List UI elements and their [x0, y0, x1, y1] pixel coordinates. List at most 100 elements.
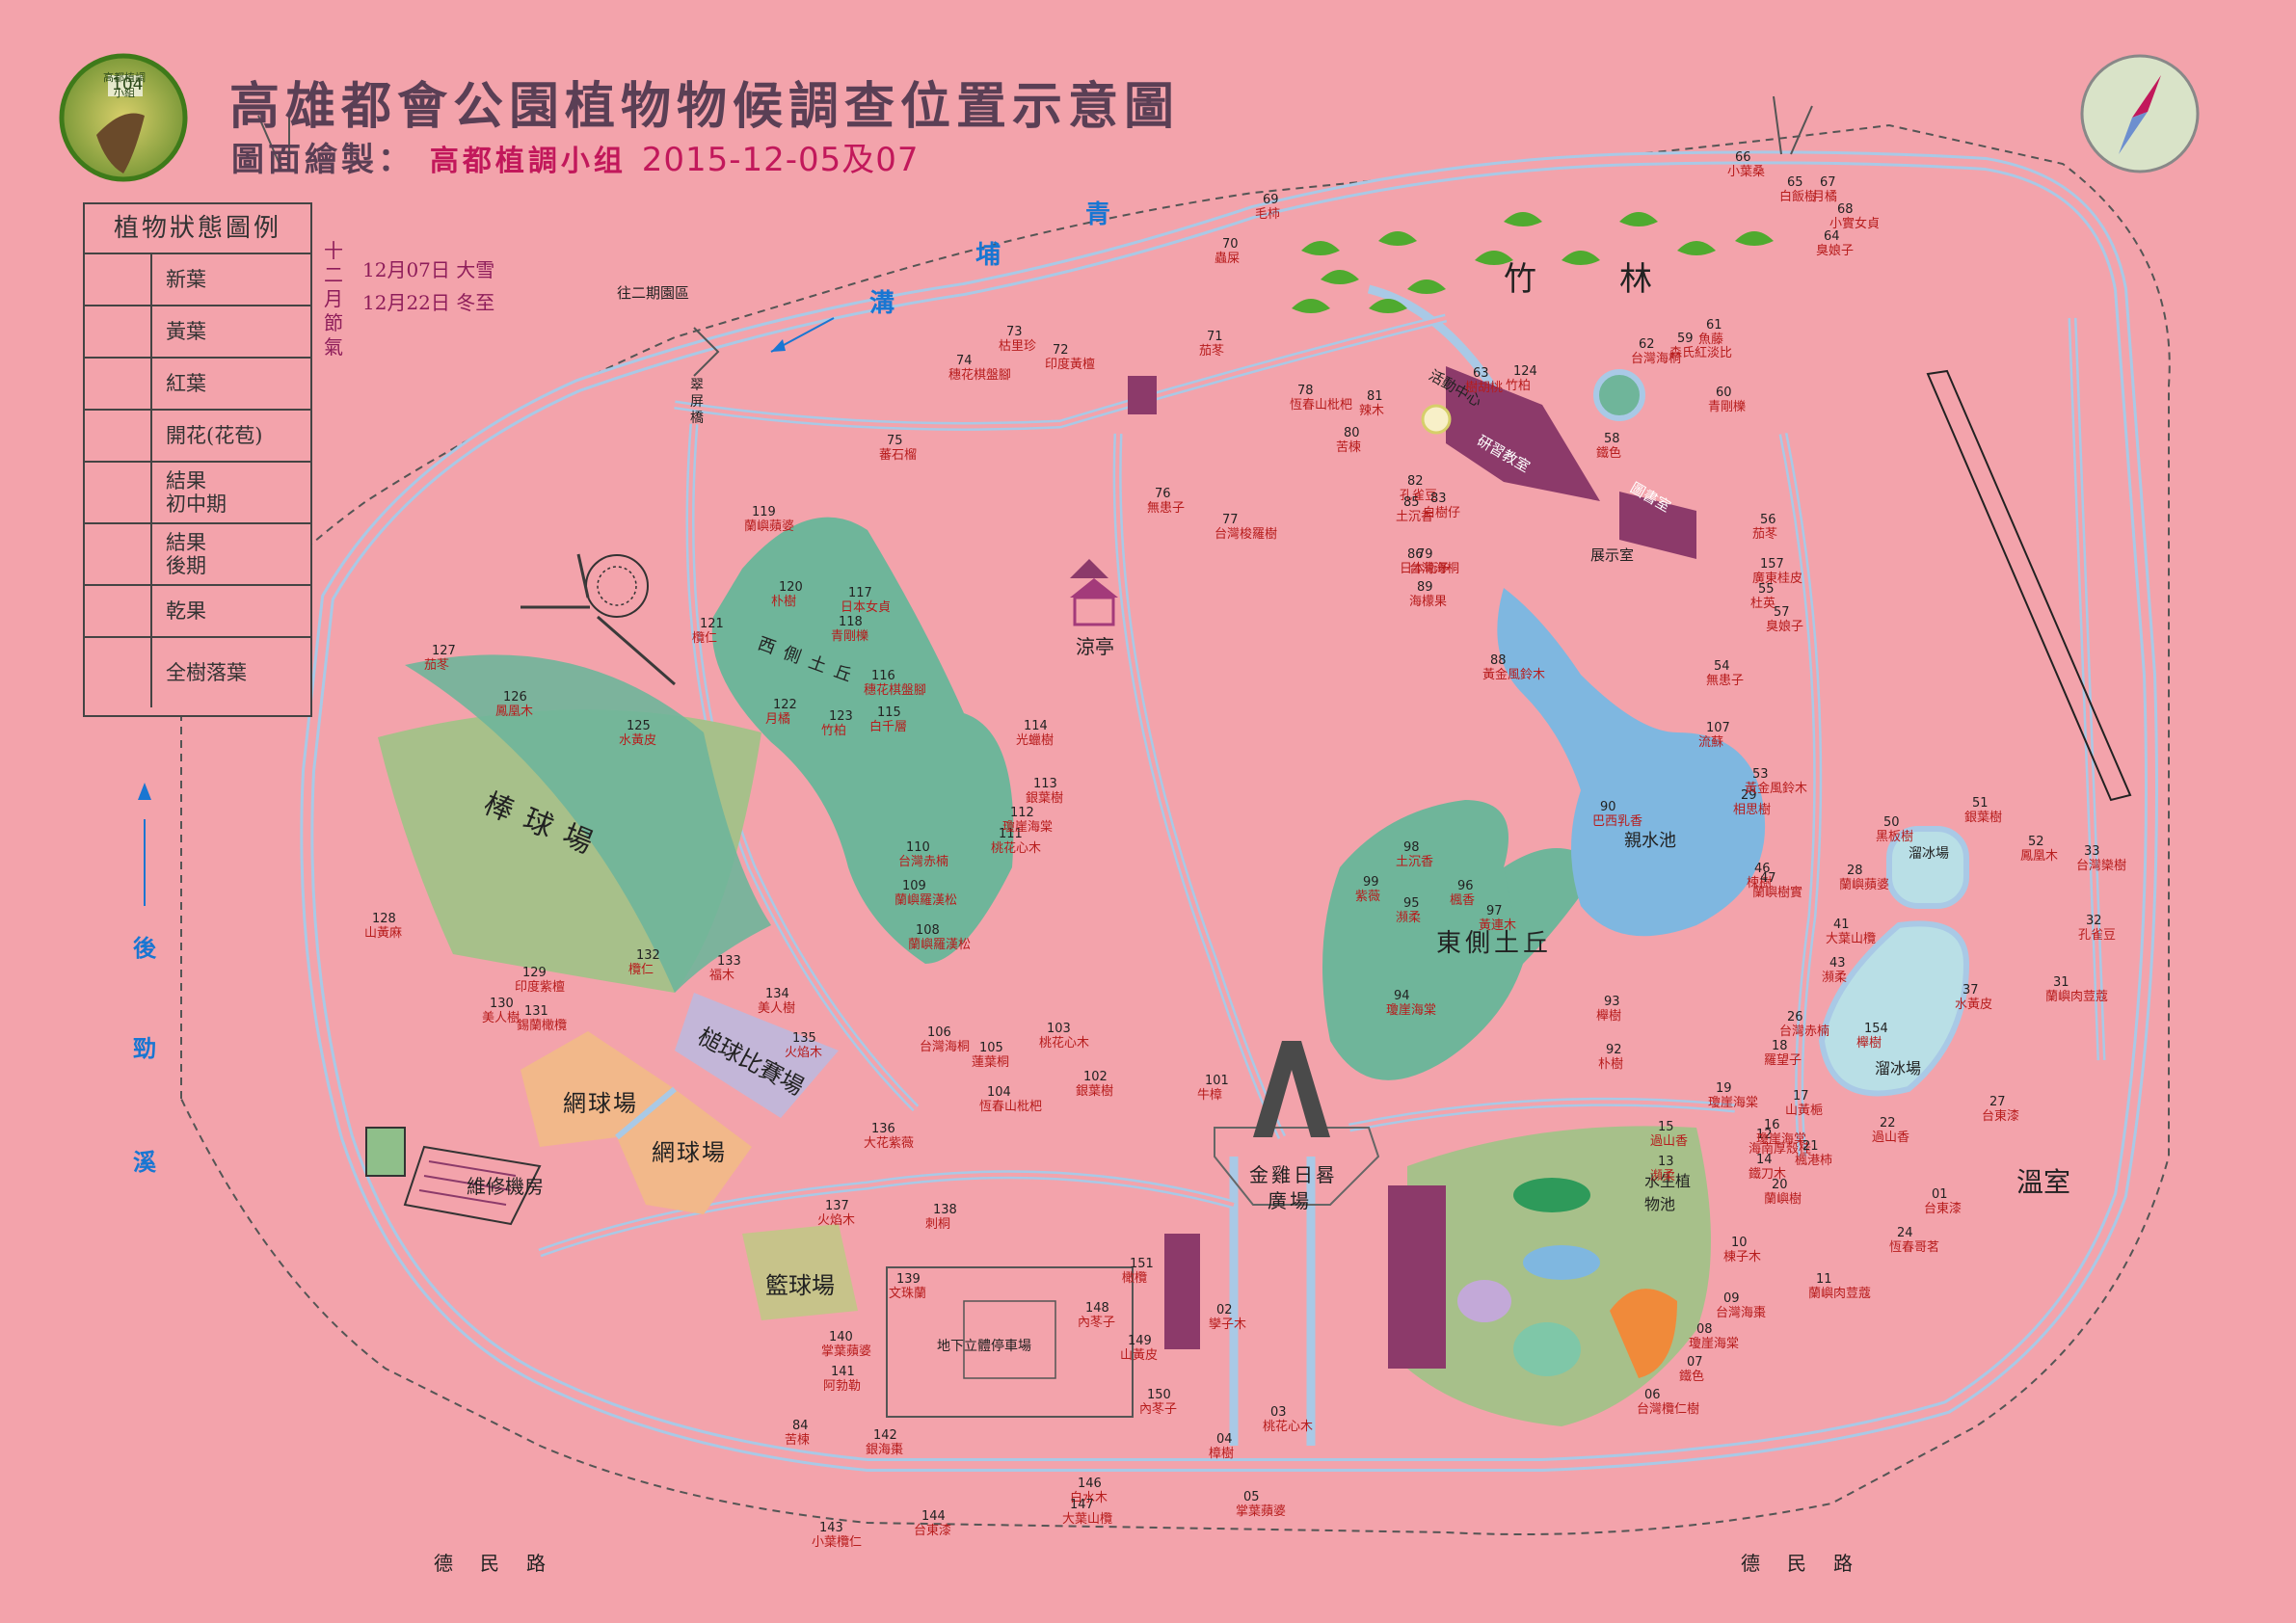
plant-number: 131 — [524, 1004, 548, 1019]
plaza-label-b: 廣場 — [1268, 1189, 1312, 1212]
legend-item-label: 乾果 — [166, 599, 206, 623]
plant-number: 115 — [877, 705, 901, 720]
plant-name: 蘭嶼樹實 — [1752, 886, 1803, 900]
plant-name: 火焰木 — [785, 1046, 823, 1060]
qingpu-creek-label: 溝 — [869, 289, 895, 318]
plant-name: 鐵色 — [1596, 446, 1622, 461]
skating-rink-1 — [1886, 826, 1969, 909]
plant-number: 33 — [2084, 844, 2100, 859]
plant-name: 黃連木 — [1479, 918, 1517, 933]
plant-name: 月橘 — [1812, 190, 1838, 204]
plant-name: 台東漆 — [914, 1524, 952, 1538]
plant-name: 蘭嶼羅漢松 — [908, 938, 972, 952]
plant-name: 過山香 — [1872, 1131, 1910, 1145]
plant-name: 羅望子 — [1764, 1053, 1802, 1068]
plant-name: 白千層 — [869, 720, 908, 734]
plant-number: 109 — [902, 879, 926, 893]
plant-number: 32 — [2086, 914, 2102, 928]
plant-number: 129 — [522, 966, 547, 980]
plant-number: 37 — [1962, 983, 1979, 998]
plant-name: 樟樹 — [1209, 1447, 1235, 1461]
plant-number: 112 — [1010, 806, 1034, 820]
subtitle-date: 2015-12-05及07 — [641, 141, 920, 179]
plant-name: 鳳凰木 — [495, 705, 534, 719]
plant-name: 茄苳 — [1752, 527, 1778, 542]
houjin-creek-label: 溪 — [133, 1148, 156, 1176]
plant-name: 鐵色 — [1679, 1370, 1705, 1384]
plant-name: 黃金風鈴木 — [1482, 668, 1546, 682]
tennis-court-2 — [617, 1089, 752, 1214]
plant-name: 櫸樹 — [1856, 1036, 1882, 1051]
plant-name: 青剛櫟 — [831, 629, 869, 644]
plant-number: 26 — [1787, 1010, 1803, 1024]
plant-name: 瀕柔 — [1396, 911, 1422, 925]
plant-name: 穗花棋盤腳 — [864, 683, 927, 698]
logo-text: 高都植調小組 — [103, 71, 146, 99]
plant-number: 55 — [1758, 582, 1775, 597]
plant-number: 90 — [1600, 800, 1616, 814]
plant-number: 104 — [987, 1085, 1011, 1100]
plant-number: 99 — [1363, 875, 1379, 890]
plant-number: 41 — [1833, 918, 1850, 932]
plant-name: 楓香 — [1450, 893, 1476, 908]
plant-number: 120 — [779, 580, 803, 595]
plant-number: 136 — [871, 1122, 895, 1136]
skating-rink-label: 溜冰場 — [1875, 1059, 1922, 1078]
map-title: 高雄都會公園植物物候調查位置示意圖 — [229, 77, 1181, 136]
plant-name: 茄苳 — [1199, 344, 1225, 359]
gateball-court — [675, 993, 839, 1118]
plant-number: 77 — [1222, 513, 1239, 527]
plant-number: 114 — [1024, 719, 1048, 733]
plant-number: 24 — [1897, 1226, 1913, 1240]
bamboo-label-b: 林 — [1619, 260, 1652, 299]
east-hill — [1322, 800, 1530, 1080]
tennis-court-label: 網球場 — [652, 1139, 727, 1166]
legend-item-label: 新葉 — [166, 268, 206, 291]
plant-name: 桃花心木 — [1263, 1420, 1314, 1434]
plant-number: 59 — [1677, 332, 1694, 346]
maintenance-label: 維修機房 — [467, 1175, 544, 1198]
plant-name: 蕃石榴 — [879, 448, 918, 463]
plant-name: 蘭嶼肉荳蔻 — [1808, 1287, 1872, 1301]
bamboo-forest — [1292, 212, 1774, 313]
plant-name: 大葉山欖 — [1826, 932, 1877, 946]
plant-name: 大花紫薇 — [864, 1136, 915, 1151]
plant-name: 月橘 — [765, 712, 791, 727]
plant-name: 銀葉樹 — [1026, 791, 1064, 806]
plant-number: 81 — [1367, 389, 1383, 404]
plant-number: 01 — [1932, 1187, 1948, 1202]
plant-number: 142 — [873, 1428, 897, 1443]
plant-number: 57 — [1774, 605, 1790, 620]
plant-number: 70 — [1222, 237, 1239, 252]
legend-item-label: 結果 後期 — [166, 531, 206, 577]
plant-number: 103 — [1047, 1022, 1071, 1036]
plant-name: 魚藤 — [1698, 333, 1724, 347]
plant-number: 29 — [1741, 788, 1757, 803]
aquatic-pool-label: 水生植物池 — [1644, 1172, 1692, 1213]
plant-name: 蘭嶼肉荳蔻 — [2045, 990, 2109, 1004]
plant-name: 水黃皮 — [619, 733, 657, 748]
plant-number: 83 — [1430, 492, 1447, 506]
legend-item-label: 開花(花苞) — [166, 424, 263, 447]
plant-name: 橄欖 — [1122, 1271, 1148, 1286]
houjin-creek-label: 後 — [133, 934, 156, 962]
qingpu-creek-label: 埔 — [975, 241, 1001, 270]
plant-number: 154 — [1864, 1022, 1888, 1036]
plant-number: 98 — [1403, 840, 1420, 855]
plant-number: 50 — [1883, 815, 1900, 830]
plant-number: 71 — [1207, 330, 1223, 344]
plant-number: 07 — [1687, 1355, 1703, 1370]
plant-name: 孔雀豆 — [2078, 928, 2117, 943]
plant-name: 恆春山枇杷 — [1290, 398, 1353, 412]
qingpu-creek-label: 青 — [1085, 200, 1111, 229]
pavilion-label: 涼亭 — [1076, 635, 1114, 658]
legend-panel: 植物狀態圖例 新葉 黃葉 紅葉 開花(花苞) 結果 初中期 結果 後期 乾果 全… — [83, 202, 312, 717]
plant-number: 137 — [825, 1199, 849, 1213]
plant-name: 樹胡桃 — [1465, 381, 1504, 395]
plant-name: 掌葉蘋婆 — [821, 1344, 872, 1359]
plant-number: 146 — [1078, 1477, 1102, 1491]
plant-name: 桃花心木 — [991, 841, 1042, 856]
road-label: 德民路 — [1741, 1552, 1880, 1575]
plant-name: 台東漆 — [1982, 1109, 2020, 1124]
